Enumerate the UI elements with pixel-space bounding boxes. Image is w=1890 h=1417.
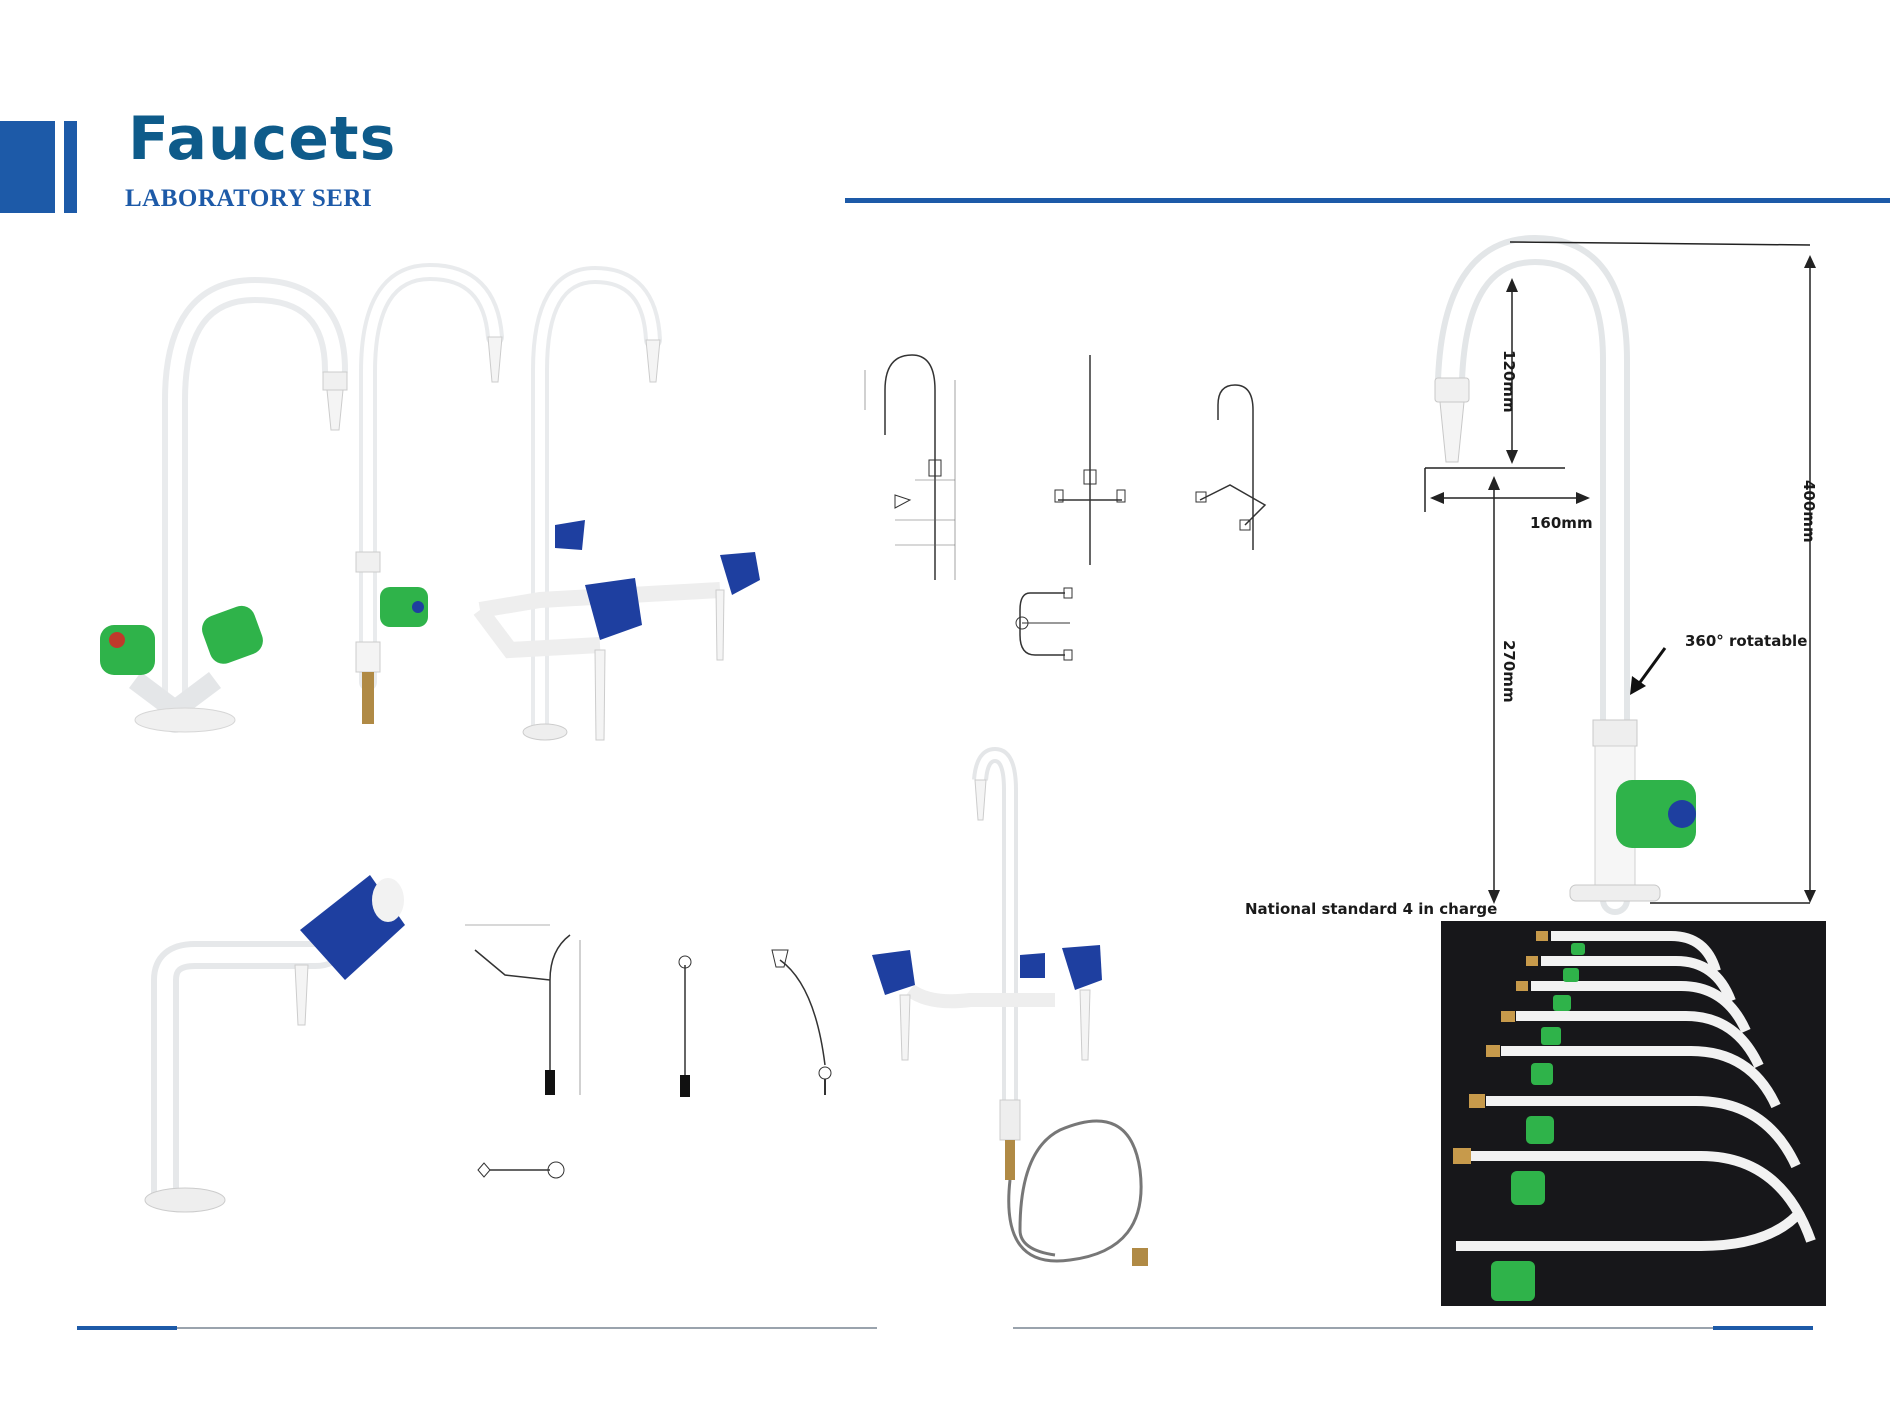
blue-knob-icon (300, 875, 405, 980)
footer-rule-left-accent (77, 1326, 177, 1330)
blue-knob-center-icon (1020, 953, 1045, 978)
faucet-double-knob-image (100, 276, 348, 733)
header-rule (845, 198, 1890, 203)
faucet-angled-single-image (144, 875, 405, 1213)
technical-drawing-curved (771, 949, 832, 1095)
header-accent-stripe (64, 121, 77, 213)
header-accent-bar (0, 121, 55, 213)
page-subtitle: LABORATORY SERI (125, 185, 373, 212)
dimension-label-spout-height: 120mm (1500, 350, 1518, 413)
technical-drawing-vertical (678, 955, 692, 1097)
blue-knob-right-icon (720, 552, 760, 595)
dimension-label-spout-reach: 160mm (1530, 514, 1593, 532)
green-knob-icon (1616, 780, 1696, 848)
footer-rule-right-accent (1713, 1326, 1813, 1330)
faucet-single-knob-image (355, 262, 504, 724)
annotation-national-standard: National standard 4 in charge (1245, 900, 1498, 918)
technical-drawing-top-view (1015, 587, 1073, 661)
dimension-label-total-height: 400mm (1800, 480, 1818, 543)
green-knob-left-icon (100, 625, 155, 675)
footer-rule-right (1013, 1327, 1813, 1329)
faucet-multi-outlet-hose-image (872, 746, 1148, 1266)
blue-knob-small-icon (555, 520, 585, 550)
product-photo-panel (1441, 921, 1826, 1306)
blue-knob-right-icon (1062, 945, 1102, 990)
dimensioned-faucet-diagram (1424, 234, 1816, 915)
technical-drawing-cross-bar (1054, 355, 1126, 565)
technical-drawing-side-view (477, 1161, 565, 1179)
annotation-rotatable: 360° rotatable (1685, 632, 1808, 650)
green-knob-icon (380, 587, 428, 627)
technical-drawing-gooseneck (864, 354, 956, 580)
technical-drawing-perspective (1195, 384, 1267, 550)
technical-drawing-angled (465, 924, 581, 1095)
faucet-triple-outlet-image (473, 265, 760, 741)
blue-knob-left-icon (872, 950, 915, 995)
footer-rule-left (77, 1327, 877, 1329)
green-knob-right-icon (202, 605, 263, 664)
gooseneck-row-image (1453, 931, 1816, 1301)
dimension-label-base-height: 270mm (1500, 640, 1518, 703)
page-title: Faucets (128, 104, 397, 174)
blue-knob-large-icon (585, 578, 642, 640)
